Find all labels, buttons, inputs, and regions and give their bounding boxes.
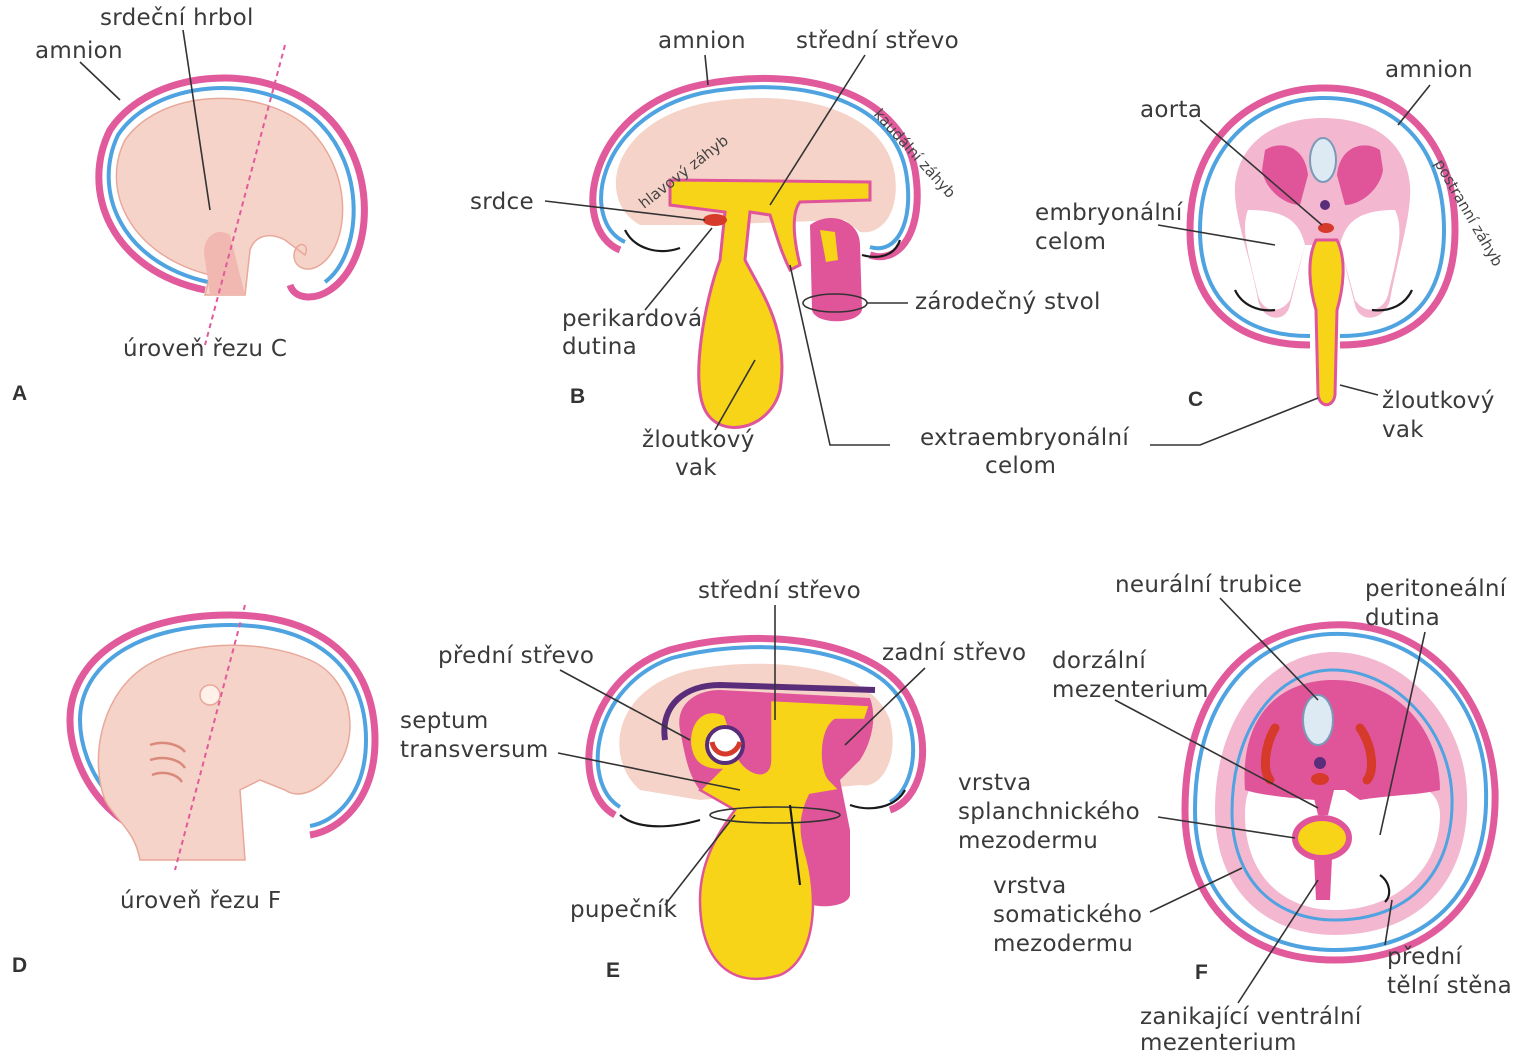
panel-a-heart-bulge-label: srdeční hrbol	[100, 5, 254, 31]
panel-d-cut-label: úroveň řezu F	[120, 888, 281, 914]
panel-c-notochord	[1320, 200, 1330, 210]
panel-b-yolk-label-2: vak	[675, 455, 717, 481]
panel-e-letter: E	[606, 959, 620, 982]
panel-f-letter: F	[1195, 961, 1208, 984]
panel-b-amnion-label: amnion	[658, 28, 746, 54]
panel-e: střední střevo přední střevo zadní střev…	[400, 578, 1026, 982]
panel-a-amnion-label: amnion	[35, 38, 123, 64]
panel-f-neural-label: neurální trubice	[1115, 572, 1302, 598]
panel-f-peritoneal-label-2: dutina	[1365, 605, 1440, 631]
panel-d-ear	[200, 685, 220, 705]
panel-b-pericardial-label-1: perikardová	[562, 306, 702, 332]
panel-b-midgut-label: střední střevo	[796, 28, 959, 54]
panel-a-cut-label: úroveň řezu C	[123, 336, 287, 362]
panel-d-embryo	[98, 645, 350, 860]
panel-c-yolk-label-2: vak	[1382, 417, 1424, 443]
panel-b-heart	[703, 214, 727, 226]
panel-c-yolk-label-1: žloutkový	[1382, 388, 1495, 414]
panel-f: neurální trubice peritoneální dutina dor…	[958, 572, 1512, 1056]
panel-c-yolk-stalk	[1310, 240, 1343, 405]
panel-b-stalk-label: zárodečný stvol	[915, 289, 1101, 315]
panel-b-germ-stalk	[810, 218, 862, 321]
panel-c-aorta-label: aorta	[1140, 97, 1202, 123]
panel-f-gut	[1295, 818, 1349, 858]
panel-b-pericardial-label-2: dutina	[562, 334, 637, 360]
panel-f-splanchnic-label-3: mezodermu	[958, 828, 1098, 854]
panel-c-amnion-label: amnion	[1385, 57, 1473, 83]
panel-d: úroveň řezu F D	[12, 605, 375, 977]
panel-f-ventral-mesentery-label-2: mezenterium	[1140, 1030, 1297, 1056]
panel-c-coelom-label-1: embryonální	[1035, 200, 1183, 226]
panel-b-arrow-left	[625, 230, 680, 251]
panel-f-dorsal-mesentery-label-1: dorzální	[1052, 648, 1146, 674]
panel-a: srdeční hrbol amnion úroveň řezu C A	[12, 5, 364, 405]
panel-a-amnion-leader	[80, 62, 120, 100]
panel-e-arrow-left	[620, 815, 700, 826]
panel-b-heart-label: srdce	[470, 189, 534, 215]
panel-f-anterior-wall-label-2: tělní stěna	[1387, 973, 1512, 999]
panel-c-extra-coelom-leader	[1150, 398, 1318, 445]
panel-f-aorta	[1311, 773, 1329, 785]
panel-b-yolk-label-1: žloutkový	[642, 427, 755, 453]
panel-b-extra-coelom-label-2: celom	[985, 453, 1056, 479]
panel-b-pericardial-leader	[645, 228, 712, 310]
panel-f-splanchnic-label-1: vrstva	[958, 770, 1032, 796]
panel-f-somatic-label-2: somatického	[993, 902, 1142, 928]
panel-d-letter: D	[12, 954, 27, 977]
panel-b-letter: B	[570, 385, 585, 408]
panel-e-midgut-label: střední střevo	[698, 578, 861, 604]
panel-b: hlavový záhyb kaudální záhyb amnion stře…	[470, 28, 1129, 481]
panel-f-notochord	[1314, 757, 1326, 769]
panel-f-neural-tube	[1303, 695, 1333, 745]
panel-e-hindgut-label: zadní střevo	[882, 640, 1026, 666]
panel-c-yolk-leader	[1340, 385, 1378, 395]
panel-f-somatic-label-3: mezodermu	[993, 931, 1133, 957]
panel-b-extra-coelom-label-1: extraembryonální	[920, 425, 1129, 451]
panel-f-ventral-mesentery	[1314, 858, 1332, 900]
panel-f-splanchnic-label-2: splanchnického	[958, 799, 1140, 825]
panel-f-anterior-wall-label-1: přední	[1387, 944, 1462, 970]
panel-e-septum-label-1: septum	[400, 708, 489, 734]
panel-f-dorsal-mesentery-label-2: mezenterium	[1052, 677, 1209, 703]
panel-c: postranní záhyb amnion aorta embryonální…	[1035, 57, 1507, 445]
panel-f-somatic-label-1: vrstva	[993, 873, 1067, 899]
panel-c-letter: C	[1188, 388, 1203, 411]
panel-e-umbilical-label: pupečník	[570, 897, 678, 923]
panel-c-neural-tube	[1310, 138, 1336, 182]
panel-e-septum-label-2: transversum	[400, 737, 549, 763]
panel-f-peritoneal-label-1: peritoneální	[1365, 576, 1507, 602]
panel-e-foregut-label: přední střevo	[438, 643, 594, 669]
panel-c-coelom-label-2: celom	[1035, 229, 1106, 255]
panel-f-ventral-mesentery-label-1: zanikající ventrální	[1140, 1004, 1362, 1030]
panel-a-letter: A	[12, 382, 27, 405]
